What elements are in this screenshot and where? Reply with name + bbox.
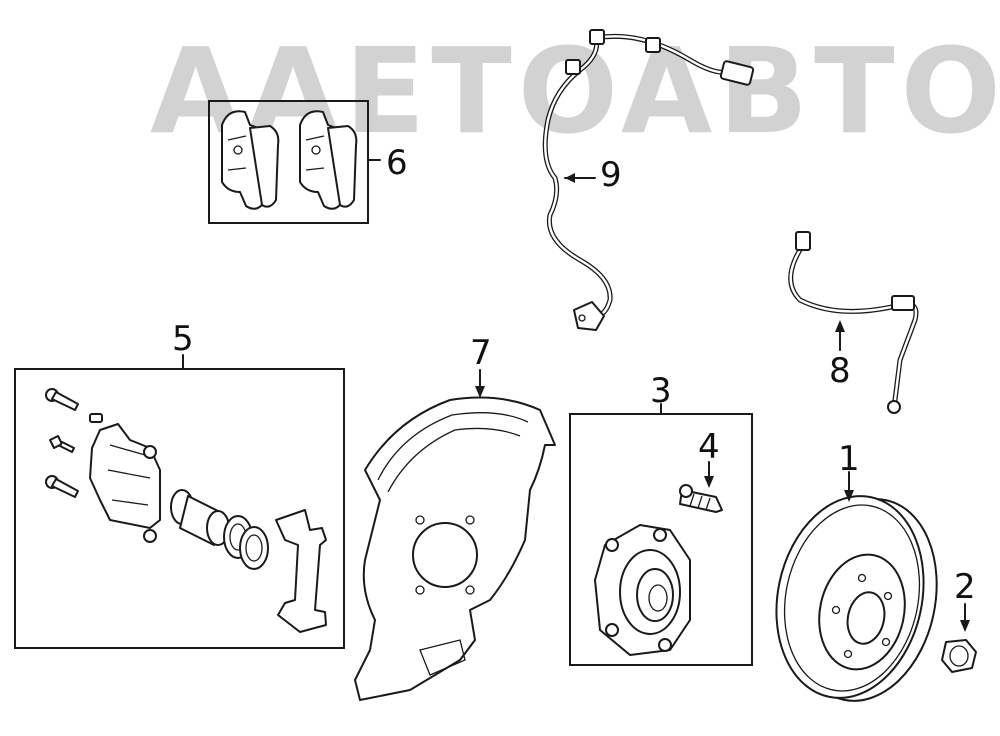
dust-shield-group <box>354 369 556 701</box>
abs-sensor-connector <box>719 60 755 86</box>
brake-hose-bracket <box>891 295 915 311</box>
callout-8: 8 <box>829 351 851 391</box>
brake-hose-banjo <box>887 400 901 414</box>
hub-group <box>569 403 753 666</box>
hub-nut <box>941 639 977 673</box>
dust-shield-center-hole <box>412 522 478 588</box>
brake-rotor-group <box>775 471 938 702</box>
callout-1: 1 <box>838 439 860 479</box>
brake-hose-fitting-top <box>795 231 811 251</box>
callout-6: 6 <box>386 143 408 183</box>
brake-rotor-center-hole <box>846 591 886 645</box>
brake-hose-group <box>788 231 919 414</box>
caliper-box <box>14 368 345 649</box>
brake-pad-right <box>299 110 358 210</box>
callout-9: 9 <box>600 155 622 195</box>
abs-sensor-group <box>542 29 755 331</box>
callout-5: 5 <box>172 319 194 359</box>
caliper-bracket <box>275 509 327 633</box>
caliper-body <box>89 423 161 543</box>
abs-clip-1 <box>589 29 605 45</box>
caliper-bolt-top <box>45 388 79 411</box>
callout-7: 7 <box>470 333 492 373</box>
caliper-bolt-bottom <box>45 475 79 498</box>
caliper-group <box>14 354 345 649</box>
abs-sensor-head <box>573 301 605 331</box>
watermark-logo: AAETOABTO <box>150 22 1000 160</box>
wheel-hub <box>594 524 691 656</box>
callout-3: 3 <box>650 371 672 411</box>
abs-clip-3 <box>565 59 581 75</box>
callout-2: 2 <box>954 567 976 607</box>
callout-4: 4 <box>698 427 720 467</box>
hub-nut-group <box>941 603 977 673</box>
caliper-bleeder <box>49 413 103 453</box>
caliper-piston <box>170 489 230 546</box>
brake-pads-box <box>208 100 369 224</box>
wheel-stud <box>679 484 723 513</box>
brake-pads-group <box>208 100 381 224</box>
piston-seal-rings <box>223 515 269 570</box>
brake-pad-left <box>221 110 280 210</box>
abs-clip-2 <box>645 37 661 53</box>
